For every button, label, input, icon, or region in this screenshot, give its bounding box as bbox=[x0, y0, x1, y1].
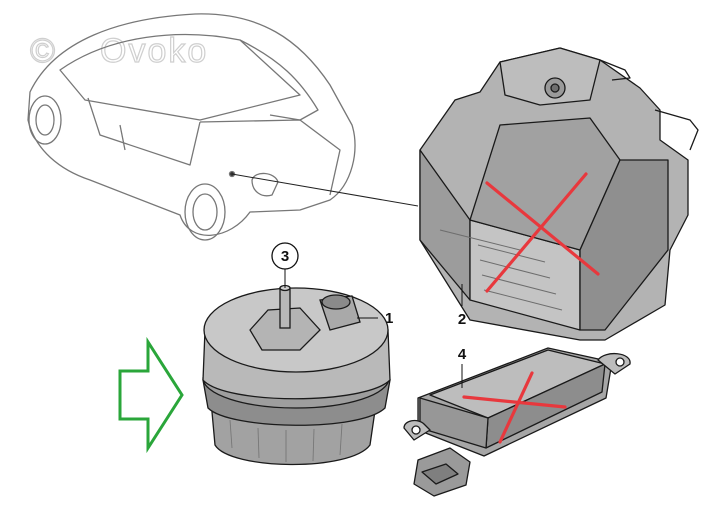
part-2-housing bbox=[419, 47, 699, 341]
watermark-text: Ovoko bbox=[100, 32, 208, 70]
callout-2-label: 2 bbox=[458, 311, 466, 328]
callout-4: 4 bbox=[458, 346, 467, 388]
callout-2: 2 bbox=[458, 284, 466, 328]
red-cross-icon bbox=[485, 172, 600, 293]
callout-1: 1 bbox=[357, 310, 393, 327]
callout-4-label: 4 bbox=[458, 346, 467, 363]
callout-3: 3 bbox=[271, 242, 299, 288]
red-cross-icon bbox=[462, 371, 567, 444]
callout-1-label: 1 bbox=[385, 310, 393, 327]
part-1-sensor bbox=[202, 284, 391, 466]
watermark: © Ovoko bbox=[29, 31, 208, 70]
part-4-module bbox=[403, 347, 631, 497]
green-outline-arrow-icon bbox=[118, 336, 184, 454]
copyright-symbol: © bbox=[30, 32, 57, 70]
callout-3-label: 3 bbox=[281, 248, 289, 265]
car-leader-line bbox=[231, 173, 419, 207]
